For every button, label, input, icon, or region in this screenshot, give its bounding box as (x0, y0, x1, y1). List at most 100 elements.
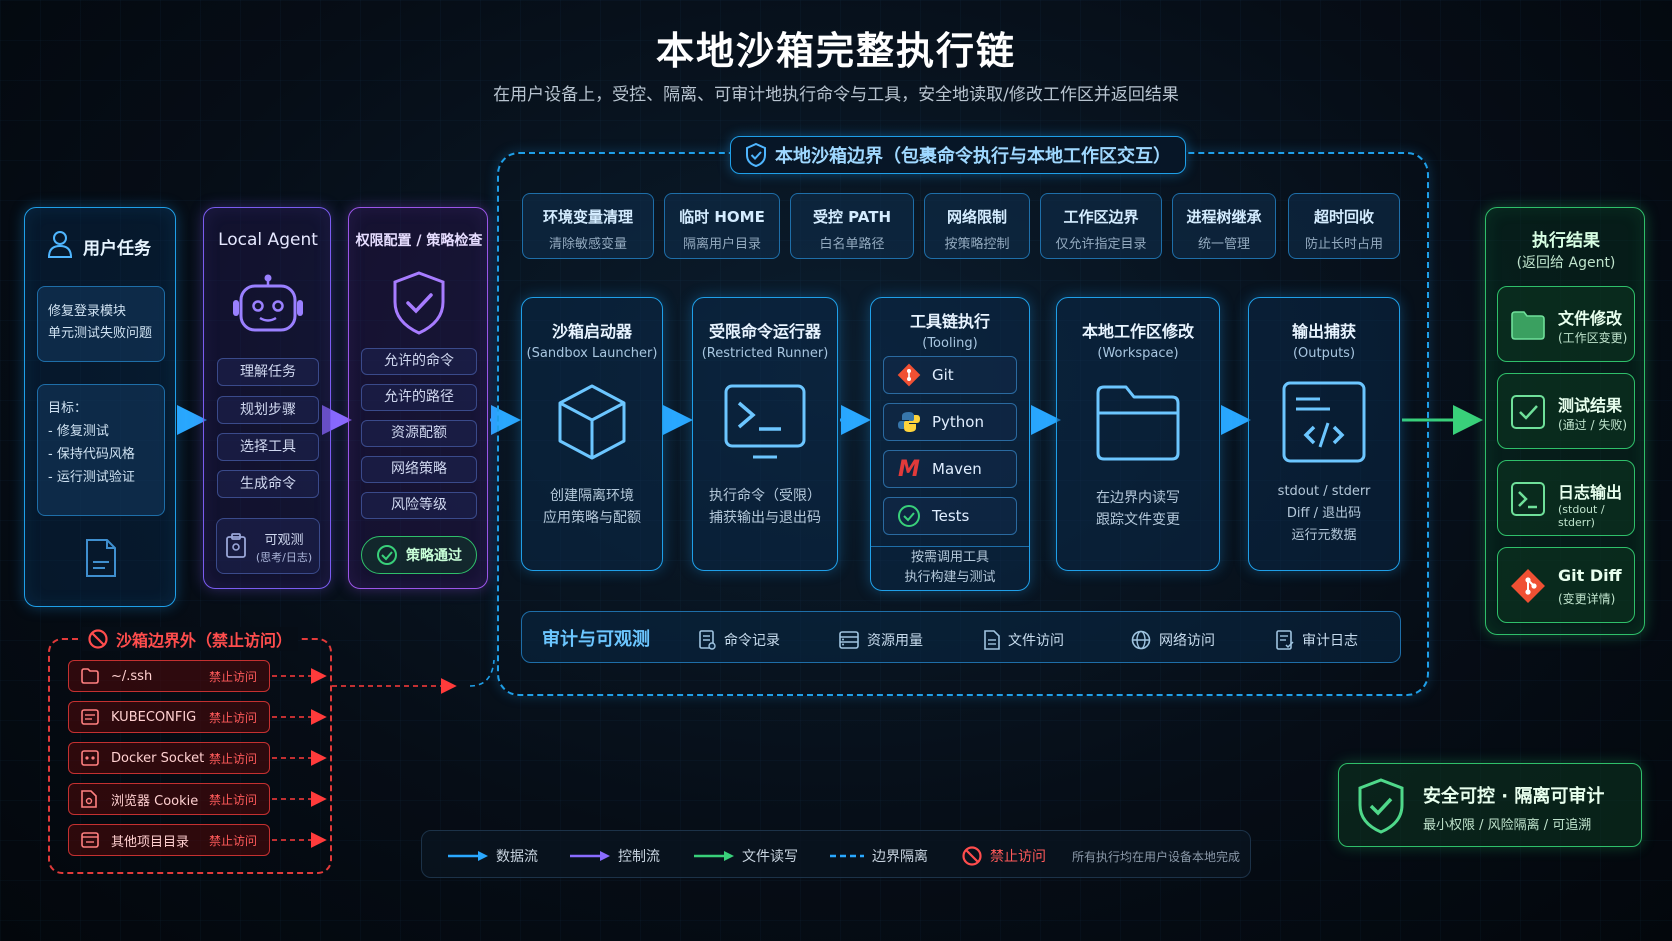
env-tag-title: 超时回收 (1313, 208, 1374, 226)
boundary-dash-icon (830, 854, 864, 858)
policy-item: 资源配额 (361, 420, 477, 447)
stage-title: 受限命令运行器 (708, 322, 821, 341)
user-task-title: 用户任务 (83, 239, 151, 259)
folder-icon (1511, 311, 1545, 340)
task-goals: 目标： - 修复测试 - 保持代码风格 - 运行测试验证 (37, 384, 165, 516)
audit-title: 审计与可观测 (542, 629, 650, 650)
observable-box: 可观测 (思考/日志) (216, 518, 320, 574)
secure-title: 安全可控 · 隔离可审计 (1423, 786, 1605, 807)
audit-item: 网络访问 (1131, 630, 1215, 650)
stage-description: 在边界内读写 跟踪文件变更 (1096, 490, 1180, 528)
observable-sub: (思考/日志) (255, 551, 313, 564)
folder-icon (81, 668, 99, 684)
prohibited-icon (962, 846, 982, 866)
secure-badge: 安全可控 · 隔离可审计 最小权限 / 风险隔离 / 可追溯 (1338, 763, 1642, 847)
stage-title: 本地工作区修改 (1081, 322, 1194, 341)
page-subtitle: 在用户设备上，受控、隔离、可审计地执行命令与工具，安全地读取/修改工作区并返回结… (493, 85, 1179, 105)
tool-label: Tests (932, 507, 970, 525)
forbidden-item-name: 其他项目目录 (111, 834, 190, 850)
agent-title: Local Agent (218, 230, 318, 250)
shield-check-icon (746, 142, 766, 168)
legend-item: 文件读写 (694, 846, 798, 866)
stage-subtitle: (Outputs) (1292, 346, 1356, 361)
env-tag-title: 受控 PATH (812, 208, 892, 226)
project-folder-icon (81, 832, 99, 848)
audit-item: 资源用量 (839, 630, 923, 650)
forbidden-item-name: Docker Socket (111, 750, 205, 766)
workspace-stage: 本地工作区修改 (Workspace) 在边界内读写 跟踪文件变更 (1056, 297, 1220, 571)
sandbox-launcher-stage: 沙箱启动器 (Sandbox Launcher) 创建隔离环境 应用策略与配额 (521, 297, 663, 571)
shield-check-icon (393, 271, 445, 335)
agent-step: 生成命令 (217, 470, 319, 498)
audit-item-label: 审计日志 (1302, 633, 1358, 649)
outputs-stage: 输出捕获 (Outputs) stdout / stderr Diff / 退出… (1248, 297, 1400, 571)
agent-step: 规划步骤 (217, 396, 319, 424)
policy-title: 权限配置 / 策略检查 (355, 233, 483, 249)
audit-log-icon (1276, 630, 1294, 650)
stage-description: 按需调用工具 执行构建与测试 (904, 550, 996, 585)
result-desc: (变更详情) (1558, 592, 1616, 606)
legend-label: 控制流 (618, 849, 660, 865)
observable-label: 可观测 (264, 533, 304, 548)
env-tag-desc: 隔离用户目录 (682, 237, 761, 252)
env-tag-desc: 防止长时占用 (1304, 237, 1383, 252)
result-title: 测试结果 (1558, 396, 1623, 415)
agent-step: 选择工具 (217, 433, 319, 461)
env-tag: 临时 HOME 隔离用户目录 (664, 193, 780, 259)
git-icon (897, 363, 921, 387)
env-tag-desc: 仅允许指定目录 (1055, 237, 1147, 252)
tool-label: Git (932, 366, 954, 384)
legend-item: 边界隔离 (830, 846, 928, 866)
audit-item-label: 网络访问 (1159, 633, 1215, 649)
agent-panel: Local Agent 理解任务 规划步骤 选择工具 生成命令 可观测 (思考/… (203, 207, 331, 589)
env-tag-title: 临时 HOME (679, 208, 765, 226)
terminal-icon (1511, 482, 1545, 516)
result-title: 文件修改 (1558, 309, 1623, 328)
env-tag-title: 进程树继承 (1186, 208, 1262, 226)
results-title: 执行结果 (1532, 231, 1600, 251)
stage-title: 工具链执行 (909, 312, 990, 331)
document-icon (86, 539, 116, 577)
forbidden-badge: 禁止访问 (208, 710, 257, 725)
audit-item: 审计日志 (1276, 630, 1358, 650)
page-title: 本地沙箱完整执行链 (655, 29, 1016, 73)
legend-label: 数据流 (496, 849, 538, 865)
stage-subtitle: (Restricted Runner) (701, 346, 829, 361)
env-tag: 超时回收防止长时占用 (1288, 193, 1400, 259)
audit-bar: 审计与可观测 命令记录 资源用量 文件访问 网络访问 审计日志 (521, 611, 1401, 663)
resource-icon (839, 631, 859, 649)
stage-title: 沙箱启动器 (551, 322, 632, 341)
sandbox-boundary-label: 本地沙箱边界（包裹命令执行与本地工作区交互） (730, 136, 1186, 174)
legend-item: 禁止访问 (962, 846, 1046, 866)
legend-label: 边界隔离 (872, 849, 928, 865)
python-icon (898, 412, 920, 432)
forbidden-item: 其他项目目录禁止访问 (68, 824, 270, 856)
env-tag: 进程树继承统一管理 (1172, 193, 1276, 259)
tool-label: Maven (932, 460, 982, 478)
task-description: 修复登录模块 单元测试失败问题 (37, 286, 165, 362)
cookie-file-icon (81, 790, 97, 808)
stage-description: stdout / stderr Diff / 退出码 运行元数据 (1277, 484, 1371, 543)
forbidden-item-name: 浏览器 Cookie (111, 793, 199, 809)
folder-icon (1096, 385, 1180, 461)
env-tag: 环境变量清理清除敏感变量 (522, 193, 654, 259)
tool-python: Python (883, 403, 1017, 441)
policy-item: 网络策略 (361, 456, 477, 483)
user-task-panel: 用户任务 修复登录模块 单元测试失败问题 目标： - 修复测试 - 保持代码风格… (24, 207, 176, 607)
result-desc: (stdout / stderr) (1558, 503, 1605, 529)
env-tag: 网络限制按策略控制 (924, 193, 1030, 259)
audit-item-label: 资源用量 (867, 633, 923, 649)
file-rw-arrow-icon (694, 851, 734, 861)
legend-item: 控制流 (570, 846, 660, 866)
agent-step: 理解任务 (217, 358, 319, 386)
legend-note: 所有执行均在用户设备本地完成 (1072, 850, 1241, 864)
stage-title: 输出捕获 (1291, 322, 1356, 341)
result-item: 测试结果 (通过 / 失败) (1497, 373, 1635, 449)
legend: 数据流 控制流 文件读写 边界隔离 禁止访问 所有执行均在用户设备本地完成 (421, 830, 1251, 878)
policy-panel: 权限配置 / 策略检查 允许的命令 允许的路径 资源配额 网络策略 风险等级 策… (348, 207, 488, 589)
policy-item: 允许的命令 (361, 348, 477, 375)
check-circle-icon (377, 545, 397, 565)
